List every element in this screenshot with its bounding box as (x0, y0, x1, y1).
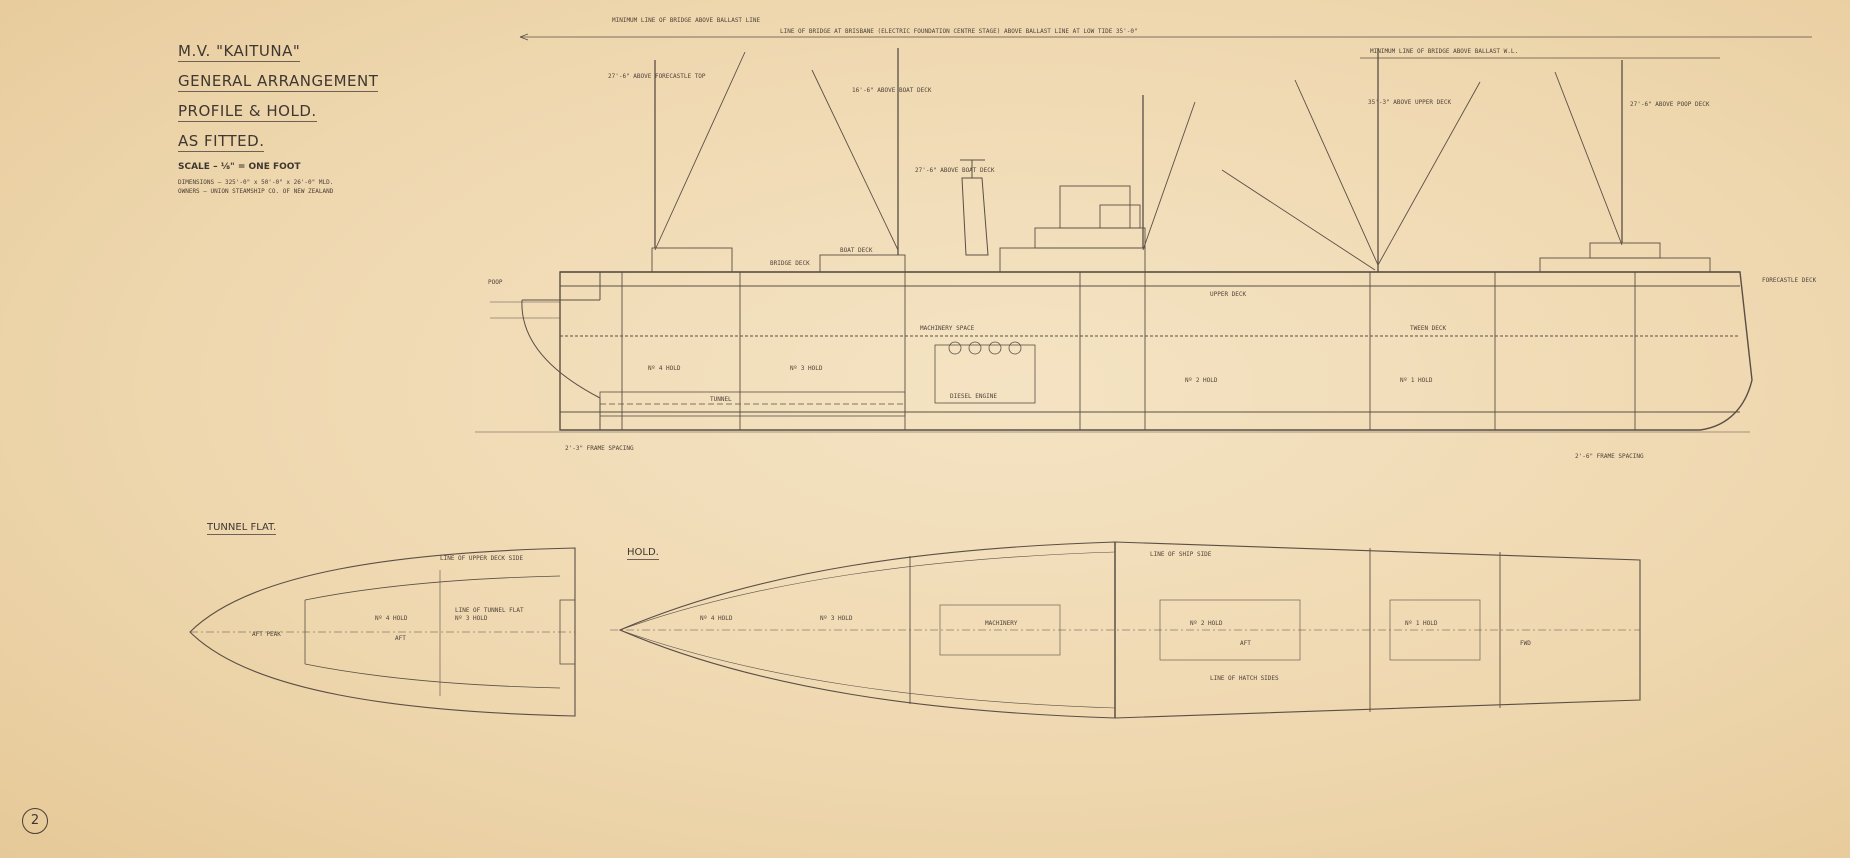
drawing-status: AS FITTED. (178, 132, 265, 152)
hold-machinery-label: MACHINERY (985, 620, 1018, 627)
hold-plan: Nº 4 HOLD Nº 3 HOLD MACHINERY Nº 2 HOLD … (610, 541, 1641, 719)
profile-hold-no4: Nº 4 HOLD (648, 365, 681, 372)
main-mast-height: 16'-6" ABOVE BOAT DECK (852, 87, 932, 94)
hold-hatch-sides-line: LINE OF HATCH SIDES (1210, 675, 1279, 682)
tunnel-aft-label: AFT (395, 635, 406, 642)
poop-label: POOP (488, 279, 503, 286)
hold-fwd-label: FWD (1520, 640, 1531, 647)
minimum-bridge-note: MINIMUM LINE OF BRIDGE ABOVE BALLAST LIN… (612, 17, 760, 24)
principal-dimensions: DIMENSIONS – 325'-0" x 50'-0" x 26'-0" M… (178, 179, 334, 186)
tunnel-flat-plan: AFT PEAK Nº 4 HOLD Nº 3 HOLD AFT LINE OF… (189, 547, 576, 717)
superstructure (651, 185, 1711, 273)
tunnel-no3-hold: Nº 3 HOLD (455, 615, 488, 622)
bridge-clearance-lines (519, 33, 1812, 59)
derrick-booms (654, 51, 1623, 271)
title-block: M.V. "KAITUNA" GENERAL ARRANGEMENT PROFI… (178, 42, 379, 196)
funnel (960, 159, 989, 256)
sheet-number-stamp: 2 (22, 808, 48, 834)
hold-aft-label: AFT (1240, 640, 1251, 647)
shaft-tunnel (599, 391, 906, 417)
hold-no2-label: Nº 2 HOLD (1190, 620, 1223, 627)
bridge-clearance-note: LINE OF BRIDGE AT BRISBANE (ELECTRIC FOU… (780, 28, 1138, 35)
fore-mast-height: 27'-6" ABOVE FORECASTLE TOP (608, 73, 706, 80)
drawing-title-line-1: GENERAL ARRANGEMENT (178, 72, 379, 92)
tunnel-aft-peak: AFT PEAK (252, 631, 281, 638)
tunnel-flat-line: LINE OF TUNNEL FLAT (455, 607, 524, 614)
funnel-height: 27'-6" ABOVE BOAT DECK (915, 167, 995, 174)
masts (654, 48, 1623, 272)
main-engine (934, 341, 1036, 404)
hold-ship-side-line: LINE OF SHIP SIDE (1150, 551, 1212, 558)
tunnel-no4-hold: Nº 4 HOLD (375, 615, 408, 622)
machinery-space-label: MACHINERY SPACE (920, 325, 975, 332)
bulkheads (621, 272, 1636, 430)
forecastle-label: FORECASTLE DECK (1762, 277, 1817, 284)
tunnel-upper-deck-line: LINE OF UPPER DECK SIDE (440, 555, 523, 562)
drawing-title-line-2: PROFILE & HOLD. (178, 102, 317, 122)
diesel-engine-label: DIESEL ENGINE (950, 393, 997, 400)
boat-deck-label: BOAT DECK (840, 247, 873, 254)
drawing-scale: SCALE – ⅛" = ONE FOOT (178, 162, 301, 172)
hold-no1-label: Nº 1 HOLD (1405, 620, 1438, 627)
tunnel-label: TUNNEL (710, 396, 732, 403)
profile-hold-no1: Nº 1 HOLD (1400, 377, 1433, 384)
hold-no3-label: Nº 3 HOLD (820, 615, 853, 622)
mizzen-mast-height: 35'-3" ABOVE UPPER DECK (1368, 99, 1451, 106)
bridge-deck-label: BRIDGE DECK (770, 260, 810, 267)
hold-no4-label: Nº 4 HOLD (700, 615, 733, 622)
fwd-frame-spacing: 2'-6" FRAME SPACING (1575, 453, 1644, 460)
minimum-bridge-note-right: MINIMUM LINE OF BRIDGE ABOVE BALLAST W.L… (1370, 48, 1518, 55)
aft-mast-height: 27'-6" ABOVE POOP DECK (1630, 101, 1710, 108)
tunnel-flat-title: TUNNEL FLAT. (207, 522, 277, 535)
profile-hold-no2: Nº 2 HOLD (1185, 377, 1218, 384)
profile-annotations: LINE OF BRIDGE AT BRISBANE (ELECTRIC FOU… (488, 17, 1817, 460)
aft-frame-spacing: 2'-3" FRAME SPACING (565, 445, 634, 452)
hold-plan-title: HOLD. (627, 547, 659, 560)
vessel-name: M.V. "KAITUNA" (178, 42, 301, 62)
hull-profile (475, 271, 1753, 433)
upper-deck-label: UPPER DECK (1210, 291, 1247, 298)
owner-note: OWNERS – UNION STEAMSHIP CO. OF NEW ZEAL… (178, 188, 334, 195)
profile-hold-no3: Nº 3 HOLD (790, 365, 823, 372)
tween-deck-label: TWEEN DECK (1410, 325, 1447, 332)
